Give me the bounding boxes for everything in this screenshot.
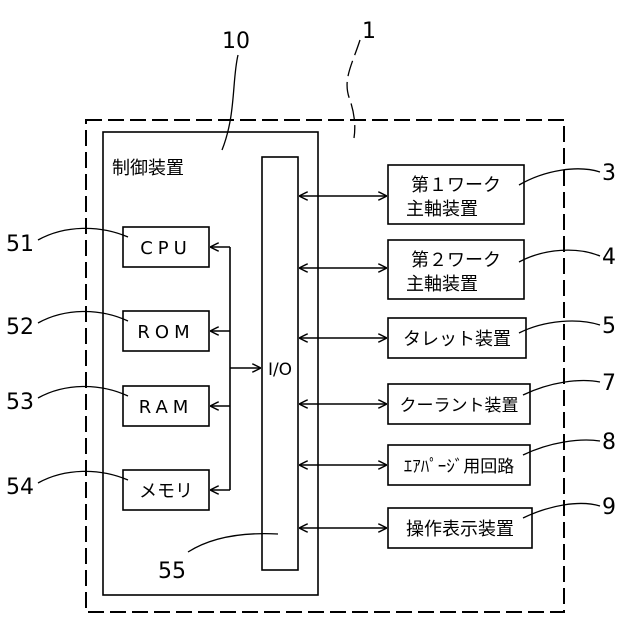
ref-airpurge: 8 — [602, 430, 616, 455]
ref-turret: 5 — [602, 314, 616, 339]
ref-controller: 10 — [222, 29, 250, 54]
cpu-label: CPU — [140, 238, 192, 259]
coolant-label: クーラント装置 — [400, 396, 519, 416]
leader-cpu — [38, 228, 128, 240]
memory-label: メモリ — [139, 481, 193, 502]
ref-work1: 3 — [602, 161, 616, 186]
controller-title: 制御装置 — [112, 158, 184, 179]
leader-work1 — [519, 169, 600, 185]
turret-label: タレット装置 — [403, 329, 511, 350]
leader-rom — [38, 311, 128, 323]
work1-label-line1: 第１ワーク — [411, 175, 501, 196]
ref-rom: 52 — [6, 315, 34, 340]
rom-label: ROM — [137, 322, 194, 343]
ref-io: 55 — [158, 559, 186, 584]
leader-system — [347, 40, 360, 138]
ref-cpu: 51 — [6, 232, 34, 257]
leader-coolant — [523, 381, 600, 395]
ref-ram: 53 — [6, 390, 34, 415]
work2-label-line1: 第２ワーク — [411, 250, 501, 271]
leader-work2 — [519, 250, 600, 262]
ref-work2: 4 — [602, 245, 616, 270]
leader-turret — [519, 321, 600, 333]
work1-label-line2: 主軸装置 — [406, 199, 478, 220]
work2-label-line2: 主軸装置 — [406, 274, 478, 295]
leader-panel — [523, 503, 600, 518]
leader-ram — [38, 386, 128, 398]
io-label: I/O — [268, 360, 292, 380]
ram-label: RAM — [139, 397, 194, 418]
leader-memory — [38, 471, 128, 483]
leader-airpurge — [523, 440, 600, 455]
panel-label: 操作表示装置 — [406, 519, 514, 540]
ref-panel: 9 — [602, 495, 616, 520]
ref-memory: 54 — [6, 475, 34, 500]
ref-system: 1 — [362, 19, 376, 44]
leader-controller — [222, 55, 238, 150]
ref-coolant: 7 — [602, 371, 616, 396]
airpurge-label: ｴｱﾊﾟｰｼﾞ用回路 — [404, 457, 515, 477]
